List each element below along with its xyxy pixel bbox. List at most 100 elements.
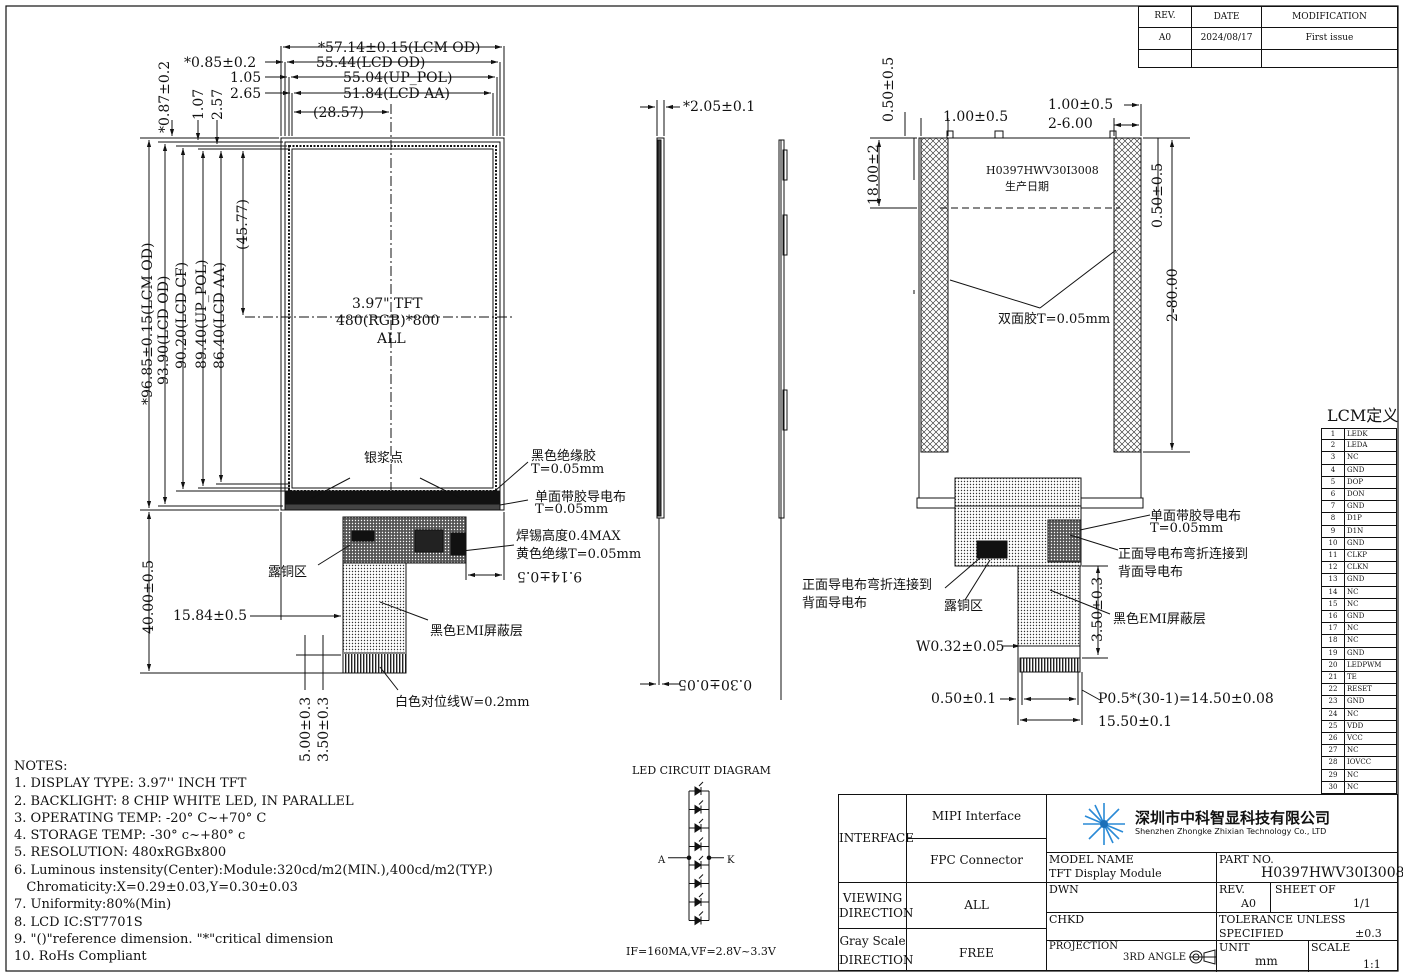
lcm-pin-signal: NC <box>1347 599 1359 608</box>
lcm-pin-signal: TE <box>1347 673 1357 681</box>
led-emission-icon <box>698 855 704 861</box>
note-8: 8. LCD IC:ST7701S <box>14 914 143 930</box>
lcm-pin-number: 6 <box>1322 489 1345 501</box>
dim-thickness: *2.05±0.1 <box>683 99 756 115</box>
label-fold-right-1: 正面导电布弯折连接到 <box>1118 547 1249 562</box>
note-2: 2. BACKLIGHT: 8 CHIP WHITE LED, IN PARAL… <box>14 793 354 809</box>
tolerance-label-1: TOLERANCE UNLESS <box>1219 913 1346 926</box>
dim-back-0-50-pin: 0.50±0.1 <box>931 691 997 707</box>
dim-back-3-50: 3.50±0.3 <box>1090 576 1106 642</box>
lcm-table-title: LCM定义 <box>1327 406 1399 425</box>
projection-cell: PROJECTION 3RD ANGLE <box>1047 941 1217 972</box>
led-diode-icon <box>694 860 702 870</box>
unit-value: mm <box>1255 954 1278 968</box>
dim-back-pitch: P0.5*(30-1)=14.50±0.08 <box>1098 691 1274 707</box>
lcm-pin-number: 9 <box>1322 525 1345 537</box>
rev-cell: REV. A0 <box>1217 883 1271 913</box>
lcm-pin-signal: GND <box>1347 612 1365 620</box>
panel-resolution-label: 480(RGB)*800 <box>336 313 440 329</box>
lcm-pin-signal: LEDK <box>1347 430 1368 438</box>
label-fold-left-2: 背面导电布 <box>802 596 868 611</box>
back-part-marking: H0397HWV30I3008 <box>986 164 1099 177</box>
interface-label: INTERFACE <box>839 795 914 883</box>
company-logo-icon <box>1083 803 1125 845</box>
dim-0-85: *0.85±0.2 <box>184 55 257 71</box>
rev-label: REV. <box>1219 883 1245 896</box>
notes-block: NOTES: 1. DISPLAY TYPE: 3.97'' INCH TFT … <box>14 758 493 966</box>
led-anode-label: A <box>658 855 666 866</box>
dim-back-1-00-right: 1.00±0.5 <box>1048 97 1114 113</box>
lcm-pin-number: 3 <box>1322 452 1345 464</box>
label-double-tape: 双面胶T=0.05mm <box>998 312 1111 327</box>
lcm-pin-number: 1 <box>1322 429 1345 440</box>
note-5: 5. RESOLUTION: 480xRGBx800 <box>14 845 227 861</box>
sheet-cell: SHEET OF 1/1 <box>1271 883 1397 913</box>
company-name-en: Shenzhen Zhongke Zhixian Technology Co.,… <box>1135 827 1327 836</box>
rev-value-block: A0 <box>1241 897 1256 910</box>
lcm-pin-signal: RESET <box>1347 685 1372 694</box>
lcm-pin-number: 25 <box>1322 720 1345 732</box>
company-name-cn: 深圳市中科智显科技有限公司 <box>1135 809 1331 827</box>
panel-size-label: 3.97" TFT <box>352 296 423 312</box>
led-emission-icon <box>698 800 704 805</box>
led-emission-icon <box>698 818 704 824</box>
front-view <box>140 44 529 691</box>
lcm-pin-signal: GND <box>1347 465 1365 474</box>
viewing-label: VIEWING DIRECTION <box>839 883 913 929</box>
dim-back-2-80-00: 2-80.00 <box>1165 268 1181 322</box>
gray-label: Gray Scale DIRECTION <box>839 929 914 971</box>
label-single-tape-front: 单面带胶导电布 <box>535 490 627 505</box>
unit-label: UNIT <box>1219 941 1250 954</box>
lcm-pin-signal: CLKN <box>1347 563 1369 572</box>
lcm-pin-number: 5 <box>1322 476 1345 488</box>
gray-label-2: DIRECTION <box>839 953 914 967</box>
lcm-pin-signal: NC <box>1347 453 1359 462</box>
chkd-cell: CHKD <box>1047 913 1217 941</box>
sheet-label: SHEET OF <box>1275 883 1336 896</box>
led-circuit-title: LED CIRCUIT DIAGRAM <box>632 764 771 777</box>
lcm-pin-signal: NC <box>1347 746 1359 755</box>
interface-fpc: FPC Connector <box>907 839 1047 883</box>
dim-lcm-od-height: *96.85±0.15(LCM OD) <box>140 242 156 405</box>
dim-back-18-00: 18.00±2 <box>866 144 882 205</box>
dim-2-57: 2.57 <box>210 88 226 120</box>
scale-cell: SCALE 1:1 <box>1309 941 1397 972</box>
lcm-pin-signal: IOVCC <box>1347 758 1372 767</box>
lcm-pin-signal: NC <box>1347 587 1359 596</box>
lcm-pin-signal: GND <box>1347 538 1365 547</box>
lcm-pin-number: 2 <box>1322 440 1345 452</box>
lcm-pin-signal: VDD <box>1347 721 1364 730</box>
lcm-pin-signal: NC <box>1347 624 1359 633</box>
dim-5-00: 5.00±0.3 <box>298 696 314 762</box>
interface-mipi: MIPI Interface <box>907 795 1047 839</box>
label-fold-left-1: 正面导电布弯折连接到 <box>802 578 933 593</box>
projection-label: PROJECTION <box>1049 941 1118 952</box>
lcm-pin-number: 14 <box>1322 586 1345 598</box>
lcm-pin-number: 28 <box>1322 757 1345 769</box>
tolerance-value: ±0.3 <box>1355 927 1382 940</box>
dim-half-width: (28.57) <box>313 105 365 121</box>
lcm-pin-signal: D1N <box>1347 526 1364 535</box>
dim-back-0-50: 0.50±0.5 <box>881 56 897 122</box>
lcm-pin-signal: DOP <box>1347 477 1364 486</box>
lcm-pin-signal: GND <box>1347 648 1365 657</box>
note-9: 9. "()"reference dimension. "*"critical … <box>14 931 334 947</box>
lcm-pin-signal: LEDA <box>1347 441 1368 450</box>
lcm-pin-number: 27 <box>1322 745 1345 757</box>
